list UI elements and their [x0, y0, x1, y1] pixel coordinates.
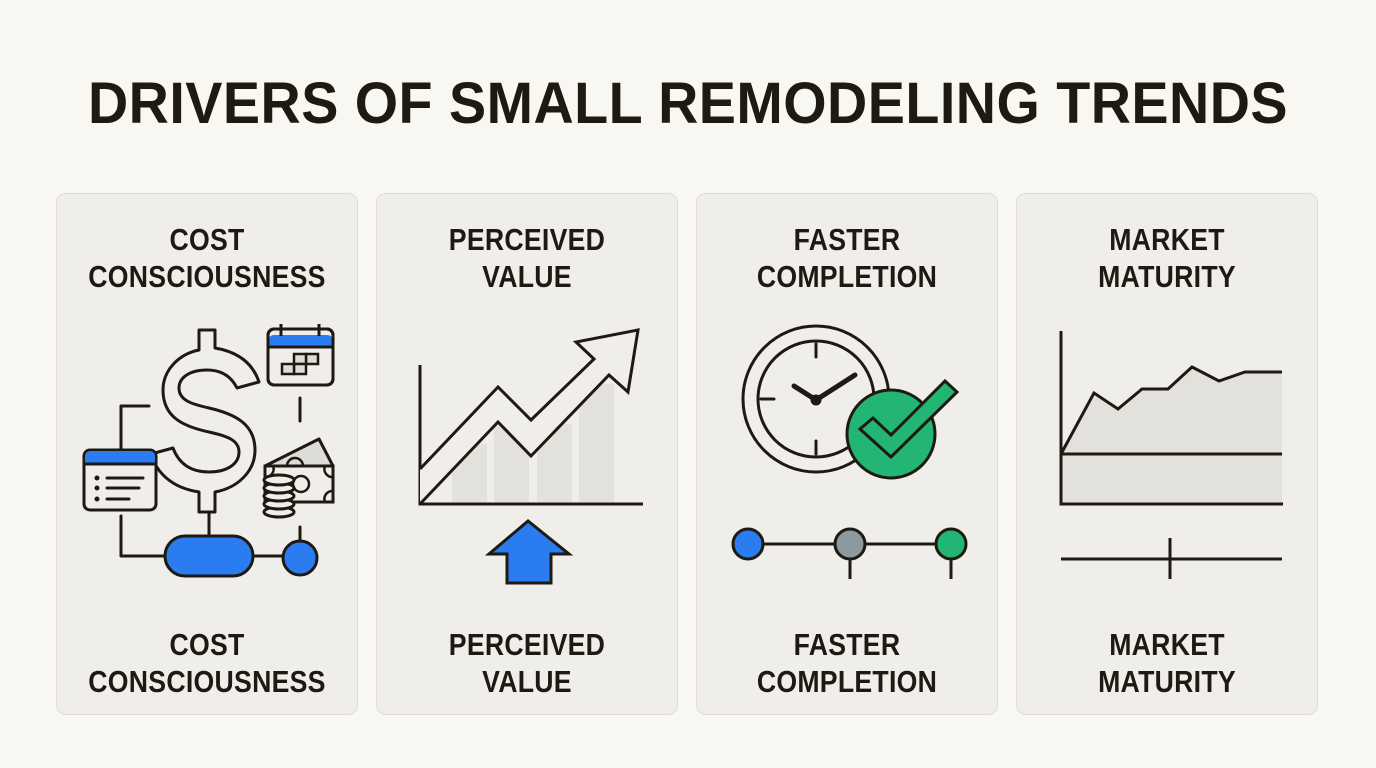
card-top-label: COST CONSCIOUSNESS: [88, 222, 326, 294]
calendar-icon: [266, 324, 335, 387]
card-bottom-label: COST CONSCIOUSNESS: [88, 627, 326, 699]
card-perceived-value: PERCEIVED VALUE PERCEIVED VALUE: [376, 193, 678, 715]
area-chart-icon: [1059, 331, 1283, 506]
up-arrow-icon: [484, 519, 574, 585]
cash-coins-icon: [262, 437, 335, 519]
card-top-label: PERCEIVED VALUE: [448, 222, 606, 294]
cost-consciousness-illustration: [82, 324, 335, 578]
page-title: DRIVERS OF SMALL REMODELING TRENDS: [87, 71, 1289, 136]
dollar-sign-icon: [149, 328, 261, 514]
scale-line-icon: [1061, 538, 1282, 579]
market-maturity-illustration: [1059, 331, 1283, 579]
check-circle-icon: [845, 378, 960, 480]
card-market-maturity: MARKET MATURITY MARKET MATURITY: [1016, 193, 1318, 715]
card-top-label: MARKET MATURITY: [1098, 222, 1236, 294]
card-faster-completion: FASTER COMPLETION FASTER COMPLETION: [696, 193, 998, 715]
faster-completion-illustration: [731, 324, 968, 579]
card-bottom-label: PERCEIVED VALUE: [448, 627, 606, 699]
document-list-icon: [82, 448, 158, 512]
flow-node-pill: [163, 534, 255, 578]
trend-up-chart-icon: [418, 328, 643, 506]
card-top-label: FASTER COMPLETION: [756, 222, 938, 294]
timeline-icon: [731, 527, 968, 579]
flow-node-circle: [281, 539, 319, 577]
card-bottom-label: MARKET MATURITY: [1098, 627, 1236, 699]
perceived-value-illustration: [418, 328, 643, 585]
card-cost-consciousness: COST CONSCIOUSNESS: [56, 193, 358, 715]
card-bottom-label: FASTER COMPLETION: [756, 627, 938, 699]
